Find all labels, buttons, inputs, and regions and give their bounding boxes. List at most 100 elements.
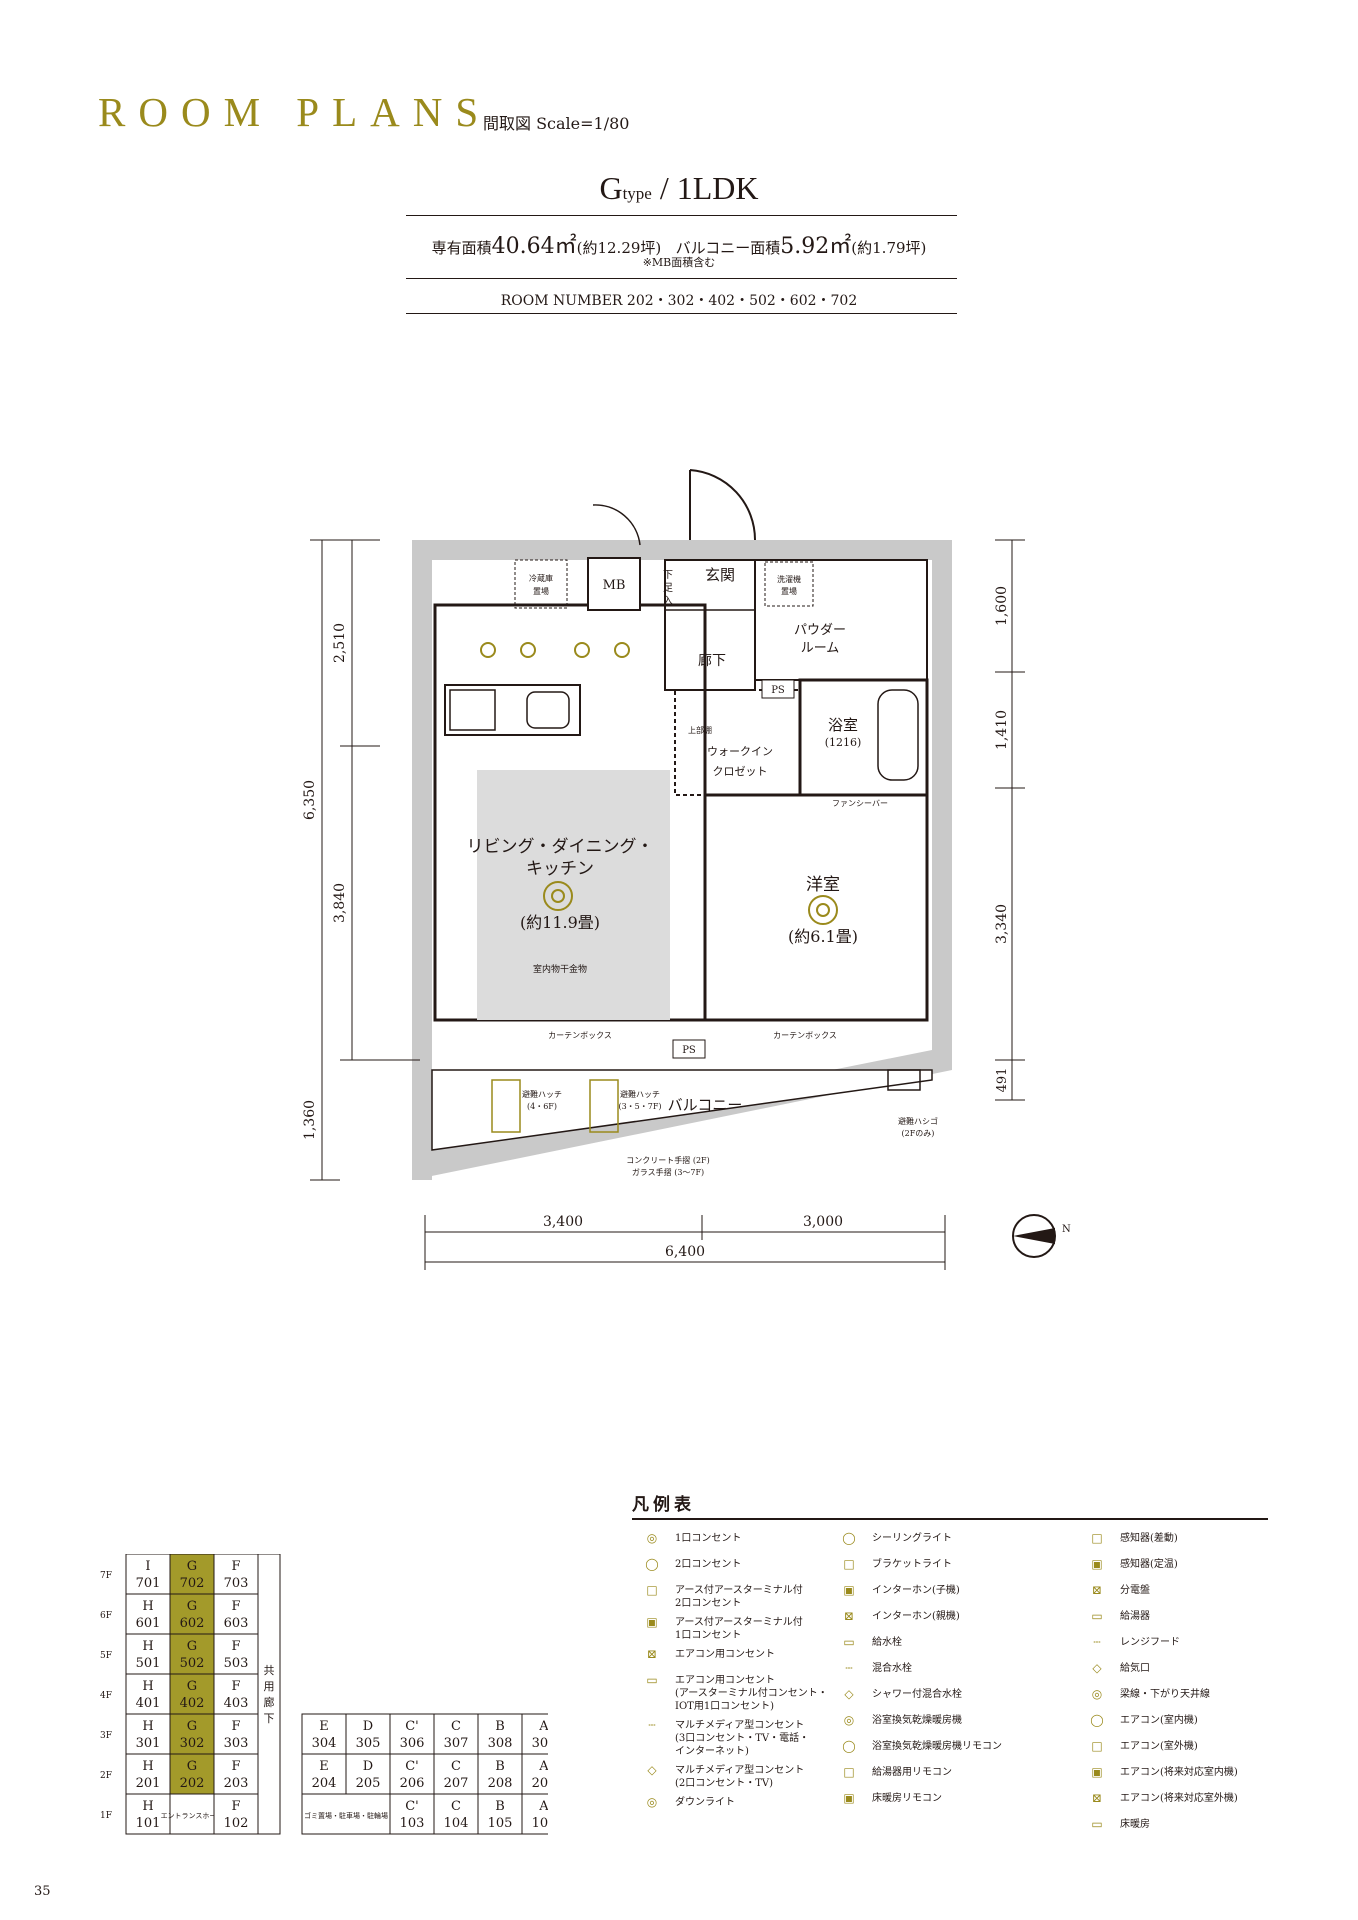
dim-right-3: 3,340: [994, 904, 1010, 944]
unit-type: C': [405, 1799, 419, 1814]
legend-item: ⊠分電盤: [1092, 1584, 1150, 1597]
intercom-parent-icon: ⊠: [843, 1609, 855, 1623]
unit-type: F: [231, 1719, 240, 1734]
wic-outline: [674, 689, 801, 796]
legend-item: ▣インターホン(子機): [843, 1584, 959, 1597]
unit-cell: [389, 1753, 435, 1795]
unit-cell: [125, 1673, 171, 1715]
unit-type: G: [187, 1759, 197, 1774]
legend-label: エアコン(室内機): [1120, 1715, 1198, 1726]
divider: [406, 313, 957, 314]
unit-cell: [213, 1553, 259, 1595]
bathtub: [877, 689, 919, 781]
unit-type: G: [187, 1559, 197, 1574]
curtain-box-label-1: カーテンボックス: [548, 1031, 612, 1040]
railing-label-1: コンクリート手摺 (2F): [626, 1155, 709, 1165]
unit-type: H: [142, 1599, 153, 1614]
powder-label-2: ルーム: [801, 641, 840, 656]
legend-item: □アース付アースターミナル付 2口コンセント: [646, 1584, 802, 1610]
unit-number: 205: [356, 1776, 381, 1791]
divider: [406, 278, 957, 279]
hatch-2-label: 避難ハッチ: [620, 1089, 660, 1099]
front-door: [689, 469, 757, 541]
unit-number: 501: [136, 1656, 161, 1671]
compass-label: N: [1062, 1224, 1071, 1235]
hatch-1-label: 避難ハッチ: [522, 1089, 562, 1099]
legend-label: ダウンライト: [675, 1797, 735, 1808]
legend-label: 分電盤: [1120, 1585, 1150, 1596]
outlet-2-icon: ◯: [645, 1557, 659, 1571]
ps-box-upper: [761, 679, 795, 699]
legend-label: エアコン(将来対応室外機): [1120, 1793, 1238, 1804]
left-dimension-lines: [310, 539, 420, 1181]
unit-type: C': [405, 1719, 419, 1734]
unit-type: F: [231, 1599, 240, 1614]
ac-future-indoor-icon: ▣: [1091, 1765, 1103, 1779]
unit-number: 702: [180, 1576, 205, 1591]
unit-cell-highlight: [169, 1633, 215, 1675]
unit-cell: [125, 1593, 171, 1635]
unit-number: 307: [444, 1736, 469, 1751]
legend-label: シャワー付混合水栓: [872, 1689, 962, 1700]
legend-label: 梁線・下がり天井線: [1120, 1689, 1210, 1700]
washer-space: [764, 561, 814, 607]
unit-type: F: [231, 1799, 240, 1814]
hatch-box-1: [491, 1079, 521, 1133]
legend-item: ▣床暖房リモコン: [843, 1792, 942, 1805]
water-heater-remote-icon: □: [843, 1765, 855, 1779]
ac-future-outdoor-icon: ⊠: [1091, 1791, 1103, 1805]
ladder-box: [887, 1069, 921, 1091]
legend-label: 給湯器: [1120, 1611, 1150, 1622]
ldk-label-1: リビング・ダイニング・: [467, 837, 654, 857]
legend-item: ◯浴室換気乾燥暖房機リモコン: [842, 1740, 1002, 1753]
unit-cell: [213, 1673, 259, 1715]
area-tsubo: (約12.29坪): [576, 239, 662, 257]
unit-number: 101: [136, 1816, 161, 1831]
right-dimension-lines: [995, 539, 1025, 1101]
unit-cell: [389, 1793, 435, 1835]
legend-label: シーリングライト: [872, 1533, 952, 1544]
legend-label: エアコン用コンセント: [675, 1649, 775, 1660]
fridge-label-1: 冷蔵庫: [529, 573, 553, 583]
unit-type: F: [231, 1759, 240, 1774]
shoe-label-1: 下: [663, 570, 673, 581]
unit-type: C: [451, 1719, 461, 1734]
unit-number: 106: [532, 1816, 548, 1831]
ac-iot-outlet-icon: ▭: [646, 1673, 658, 1687]
floor-key-svg: 7FI701G702F7036FH601G602F6035FH501G502F5…: [100, 1553, 567, 1835]
balcony-tsubo: (約1.79坪): [851, 239, 927, 257]
air-intake-icon: ◇: [1092, 1661, 1102, 1675]
unit-cell-highlight: [169, 1553, 215, 1595]
balcony-area: [431, 1069, 933, 1151]
legend-item: ▭床暖房: [1091, 1818, 1150, 1831]
entrance-label: エントランスホール: [161, 1812, 224, 1820]
unit-type: F: [231, 1679, 240, 1694]
mixing-tap-icon: ┄: [845, 1661, 853, 1675]
shared-corridor-label: 下: [264, 1712, 275, 1725]
mb-box: [587, 557, 641, 611]
ldk-size: (約11.9畳): [520, 913, 600, 932]
wic-label-1: ウォークイン: [707, 745, 773, 758]
unit-number: 306: [400, 1736, 425, 1751]
entrance-label: 玄関: [705, 566, 735, 584]
bath-dryer-remote-icon: ◯: [842, 1739, 856, 1753]
unit-number: 202: [180, 1776, 205, 1791]
garbage-cell: [301, 1793, 391, 1835]
unit-type: E: [319, 1719, 329, 1734]
legend-label: インターホン(親機): [872, 1611, 960, 1622]
unit-number: 503: [224, 1656, 249, 1671]
unit-number: 402: [180, 1696, 205, 1711]
ps-label-lower: PS: [682, 1045, 696, 1056]
legend-label: エアコン用コンセント (アースターミナル付コンセント・ IOT用1口コンセント): [675, 1675, 828, 1712]
dim-bottom-1: 3,400: [543, 1214, 583, 1230]
unit-cell: [125, 1753, 171, 1795]
floor-label: 2F: [100, 1771, 112, 1781]
intercom-child-icon: ▣: [843, 1583, 855, 1597]
unit-number: 308: [488, 1736, 513, 1751]
dim-left-mid: 3,840: [332, 883, 348, 923]
unit-type: G: [187, 1599, 197, 1614]
unit-type: D: [363, 1759, 373, 1774]
area-info: 専有面積40.64㎡(約12.29坪) バルコニー面積5.92㎡(約1.79坪): [0, 228, 1358, 260]
unit-number: 207: [444, 1776, 469, 1791]
